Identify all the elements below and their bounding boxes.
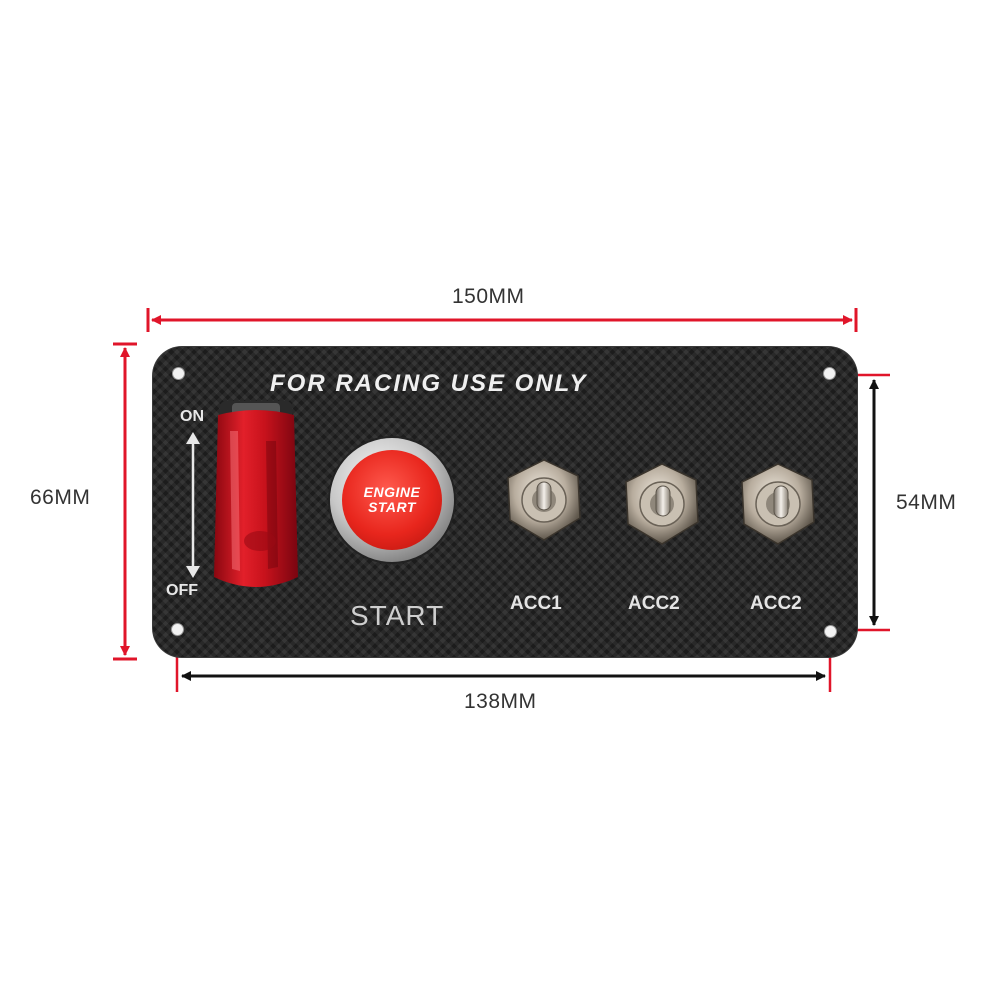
acc2-label: ACC2	[628, 593, 680, 614]
panel-title: FOR RACING USE ONLY	[270, 370, 588, 397]
acc1-toggle-switch[interactable]	[504, 458, 584, 542]
acc2-second-label: ACC2	[750, 593, 802, 614]
engine-start-button[interactable]: ENGINE START	[342, 450, 442, 550]
width-150-label: 150MM	[452, 285, 525, 308]
start-label: START	[350, 600, 445, 631]
mount-hole-top-left	[173, 368, 184, 379]
engine-start-line2: START	[368, 499, 416, 515]
height-66-label: 66MM	[30, 486, 91, 509]
mount-hole-bottom-left	[172, 624, 183, 635]
engine-start-line1: ENGINE	[363, 484, 421, 500]
switch-panel: FOR RACING USE ONLY ON OFF ENGINE START	[152, 346, 858, 658]
mount-hole-top-right	[824, 368, 835, 379]
engine-start-button-bezel: ENGINE START	[330, 438, 454, 562]
width-138-label: 138MM	[464, 690, 537, 713]
height-54-label: 54MM	[896, 491, 957, 514]
acc2-toggle-switch[interactable]	[622, 462, 702, 546]
switch-off-label: OFF	[166, 582, 198, 599]
switch-on-label: ON	[180, 408, 204, 425]
acc2-second-toggle-switch[interactable]	[738, 462, 818, 546]
width-150-dimension-line	[146, 308, 858, 332]
double-arrow-icon	[186, 432, 200, 578]
safety-cover-toggle-switch[interactable]	[212, 401, 300, 597]
acc1-label: ACC1	[510, 593, 562, 614]
mount-hole-bottom-right	[825, 626, 836, 637]
height-66-dimension-line	[113, 342, 137, 661]
